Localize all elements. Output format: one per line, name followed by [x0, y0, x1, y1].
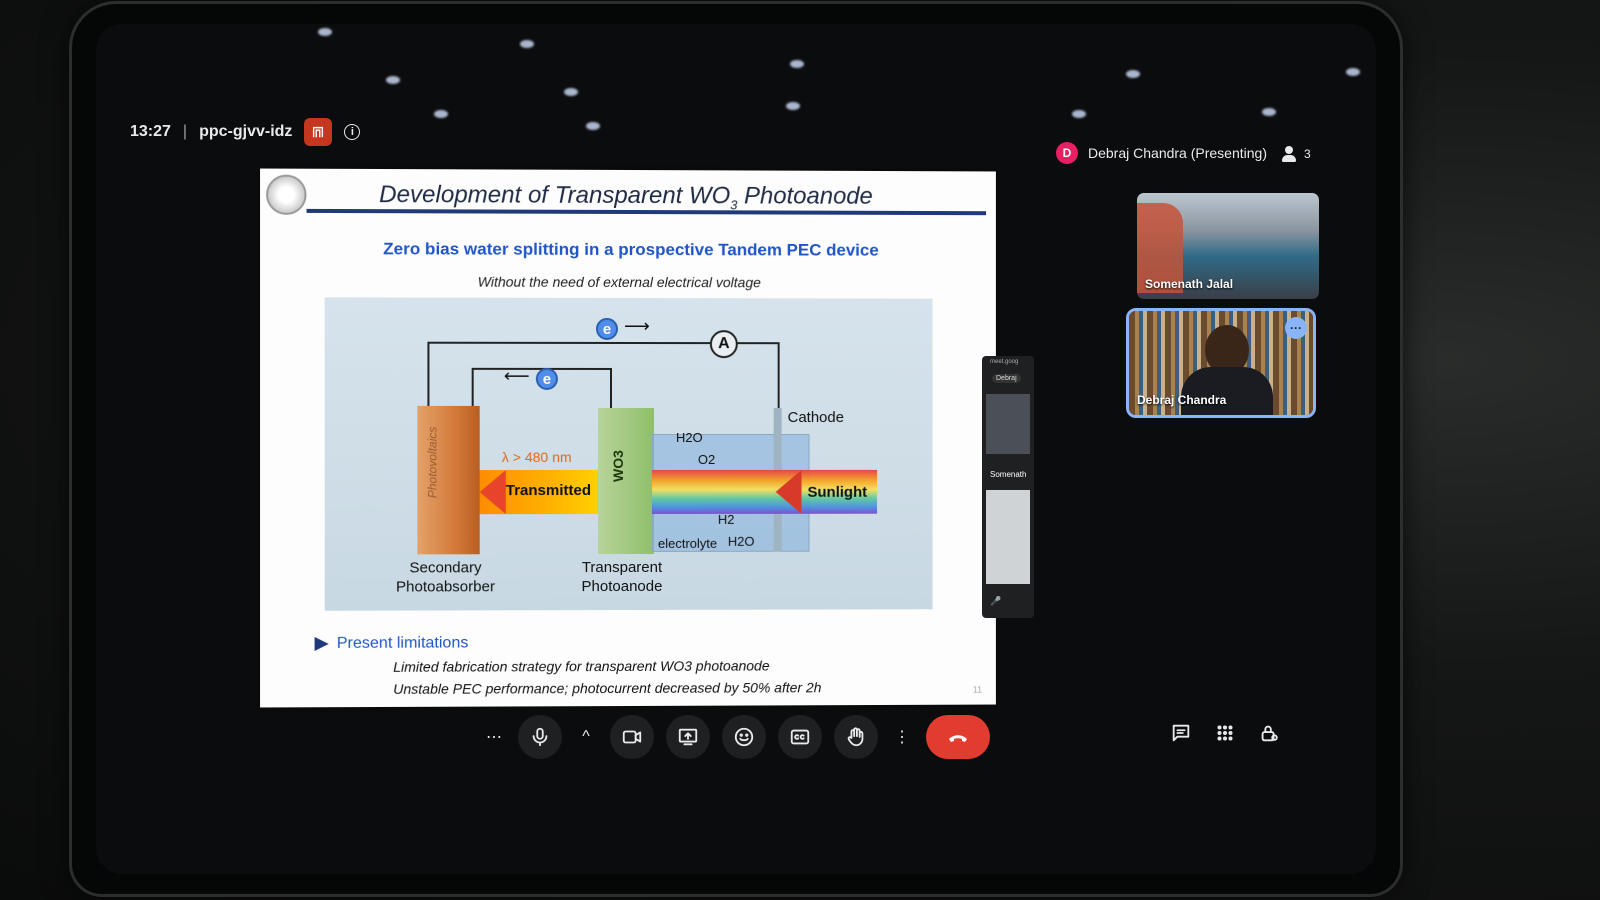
lock-person-icon: [1261, 725, 1278, 742]
captions-button[interactable]: [778, 715, 822, 759]
chat-icon: [1172, 724, 1190, 742]
electron-left-arrow: ⟵: [503, 365, 530, 386]
filmstrip-thumb: [986, 394, 1030, 454]
sunlight-label: Sunlight: [807, 483, 868, 501]
cathode-label: Cathode: [787, 409, 844, 427]
electrolyte-label: electrolyte: [657, 535, 718, 551]
o2-label: O2: [697, 451, 716, 467]
speaker-suit: [1181, 367, 1273, 415]
electron-inner-badge: e: [535, 367, 558, 390]
host-controls-button[interactable]: [1258, 722, 1280, 749]
participant-name: Debraj Chandra: [1137, 393, 1227, 407]
limitations-heading: Present limitations: [314, 634, 468, 653]
call-controls: ⋯ ^ ⋮: [482, 714, 990, 760]
limitation-item: Limited fabrication strategy for transpa…: [393, 657, 770, 675]
filmstrip-presenter: Debraj: [992, 374, 1021, 383]
leave-call-button[interactable]: [926, 715, 990, 759]
limitation-item: Unstable PEC performance; photocurrent d…: [393, 679, 822, 697]
h2o-top-label: H2O: [675, 430, 703, 445]
audio-options-caret[interactable]: ^: [582, 728, 590, 745]
slide-tagline: Without the need of external electrical …: [477, 273, 761, 291]
more-options-icon[interactable]: ···: [1285, 317, 1307, 339]
ammeter-symbol: A: [709, 330, 738, 359]
secondary-photoabsorber-label: Secondary Photoabsorber: [396, 559, 495, 596]
meeting-code: ppc-gjvv-idz: [199, 123, 293, 140]
title-rule: [306, 208, 987, 216]
raise-hand-button[interactable]: [834, 715, 878, 759]
captions-icon: [790, 729, 810, 745]
apps-grid-icon: [1217, 725, 1233, 741]
reactions-button[interactable]: [722, 715, 766, 759]
meeting-info-bar: 13:27 | ppc-gjvv-idz i: [130, 118, 361, 146]
transparent-photoanode-label: Transparent Photoanode: [581, 558, 663, 596]
speaker-figure: [1205, 325, 1249, 375]
slide-page-number: 11: [972, 684, 983, 695]
participants-count[interactable]: 3: [1282, 146, 1311, 162]
h2-label: H2: [717, 511, 735, 527]
slide-title: Development of Transparent WO3 Photoanod…: [379, 181, 873, 213]
present-screen-icon: [678, 728, 698, 746]
activities-button[interactable]: [1214, 722, 1236, 749]
microphone-button[interactable]: [518, 715, 562, 759]
filmstrip-url: meet.goog: [990, 359, 1019, 365]
participant-count: 3: [1304, 147, 1311, 161]
participant-name: Somenath Jalal: [1145, 277, 1234, 291]
h2o-bottom-label: H2O: [727, 533, 755, 549]
presenter-avatar: D: [1056, 142, 1078, 164]
institute-logo: [266, 174, 307, 215]
people-icon: [1282, 146, 1296, 162]
chat-button[interactable]: [1170, 722, 1192, 749]
side-controls: [1170, 722, 1280, 749]
microphone-icon: [532, 727, 548, 747]
host-controls-icon[interactable]: [304, 118, 333, 146]
photovoltaics-label: Photovoltaics: [425, 426, 440, 499]
participant-tile[interactable]: Somenath Jalal: [1134, 190, 1322, 302]
self-view-filmstrip[interactable]: meet.goog Debraj Somenath 🎤: [982, 356, 1034, 618]
meeting-time: 13:27: [130, 123, 171, 140]
camera-button[interactable]: [610, 715, 654, 759]
presenter-label: Debraj Chandra (Presenting): [1088, 145, 1267, 161]
presenter-indicator[interactable]: D Debraj Chandra (Presenting): [1056, 142, 1267, 164]
slide-subtitle: Zero bias water splitting in a prospecti…: [383, 239, 879, 260]
info-icon[interactable]: i: [344, 124, 361, 140]
participant-tile-active-speaker[interactable]: ··· Debraj Chandra: [1126, 308, 1316, 418]
participant-video-overlay: [1137, 203, 1183, 293]
separator: |: [182, 123, 188, 140]
hang-up-icon: [949, 735, 967, 742]
filmstrip-mic-icon: 🎤: [990, 596, 1002, 606]
wavelength-label: λ > 480 nm: [501, 449, 572, 466]
emoji-icon: [734, 727, 754, 747]
wo3-label: WO3: [609, 450, 627, 483]
pec-diagram: e ⟶ e ⟵ A Photovoltaics Transmitted λ > …: [324, 297, 933, 611]
electron-top-badge: e: [595, 317, 619, 340]
present-screen-button[interactable]: [666, 715, 710, 759]
filmstrip-tile-name: Somenath: [990, 470, 1027, 479]
bullet-chevron-icon: [314, 636, 329, 652]
hand-icon: [847, 727, 864, 747]
transmitted-chevron: [479, 470, 506, 515]
more-left-button[interactable]: ⋯: [486, 729, 502, 746]
transmitted-label: Transmitted: [505, 482, 592, 500]
sunlight-chevron: [775, 469, 802, 514]
camera-icon: [622, 730, 642, 744]
filmstrip-thumb: [986, 490, 1030, 584]
shared-slide: Development of Transparent WO3 Photoanod…: [260, 168, 996, 708]
more-options-button[interactable]: ⋮: [894, 729, 910, 746]
electron-right-arrow: ⟶: [624, 315, 650, 337]
